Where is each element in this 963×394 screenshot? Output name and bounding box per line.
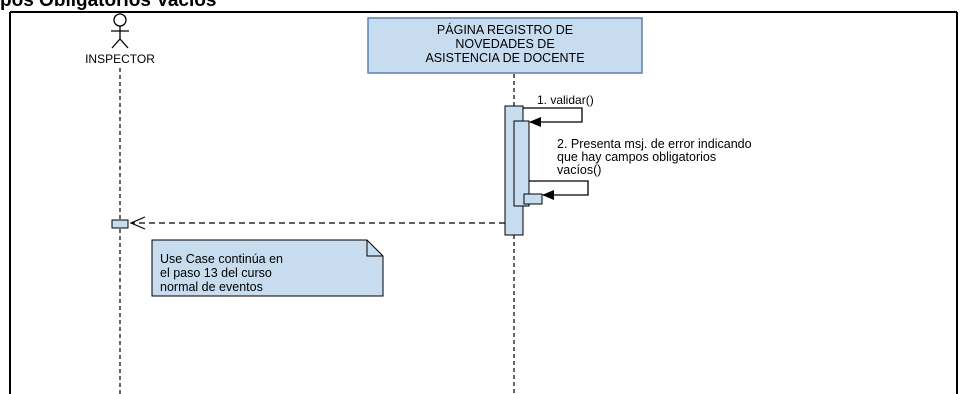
page-title: pos Obligatorios Vacíos — [0, 0, 217, 11]
message-2-arrow — [529, 180, 589, 200]
activation-bar-nested-1 — [513, 120, 530, 207]
note: Use Case continúa en el paso 13 del curs… — [151, 239, 384, 297]
note-line-3: normal de eventos — [160, 280, 263, 294]
message-2-label-line-2: que hay campos obligatorios — [557, 150, 716, 164]
lifeline-box-line-1: PÁGINA REGISTRO DE — [437, 22, 573, 37]
activation-bar-inspector — [111, 219, 129, 229]
lifeline-box-line-3: ASISTENCIA DE DOCENTE — [425, 51, 584, 65]
actor-name: INSPECTOR — [85, 52, 155, 66]
return-message-arrowhead — [129, 216, 146, 230]
message-1-label: 1. validar() — [537, 93, 594, 107]
note-body — [151, 239, 384, 297]
lifeline-box-line-2: NOVEDADES DE — [455, 37, 554, 51]
actor-inspector: INSPECTOR — [85, 13, 155, 66]
actor-icon-leg-left — [111, 38, 121, 49]
message-2-label-line-3: vacíos() — [557, 163, 601, 177]
note-fold-corner — [366, 240, 383, 257]
lifeline-box — [367, 17, 643, 74]
actor-icon-head — [113, 13, 127, 27]
note-line-2: el paso 13 del curso — [160, 266, 272, 280]
message-2-label-line-1: 2. Presenta msj. de error indicando — [557, 137, 752, 151]
note-line-1: Use Case continúa en — [160, 252, 283, 266]
actor-icon-leg-right — [119, 38, 129, 49]
activation-bar-nested-2 — [523, 193, 543, 205]
message-1-arrow — [523, 107, 583, 127]
